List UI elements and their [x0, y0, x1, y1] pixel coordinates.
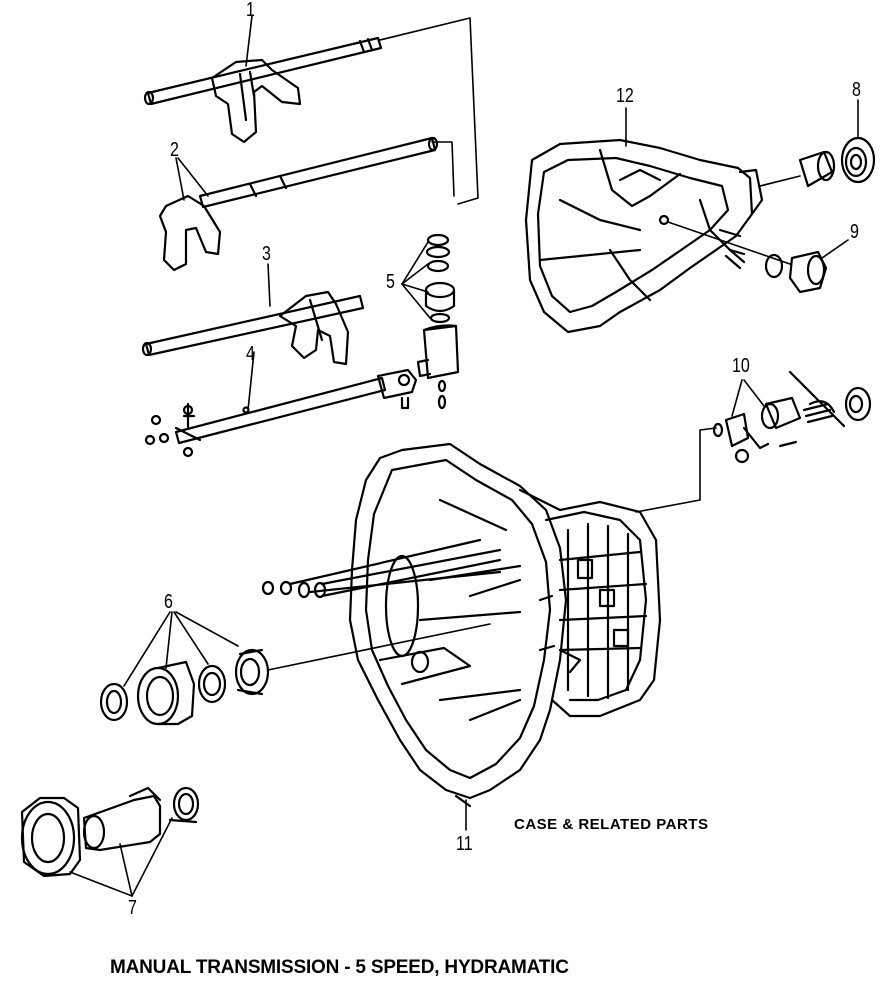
leader-7b	[119, 843, 133, 897]
shift-rail-2	[198, 136, 439, 209]
callout-12: 12	[616, 85, 634, 107]
extension-housing-12	[524, 138, 764, 334]
rear-seal-8	[840, 136, 876, 184]
callout-2: 2	[170, 139, 179, 161]
leader-to-case	[635, 427, 717, 513]
shift-rail-3	[141, 294, 365, 357]
callout-6: 6	[164, 591, 173, 613]
leader-7a	[69, 871, 133, 897]
speed-sensor-9	[764, 250, 828, 294]
callout-5: 5	[386, 271, 395, 293]
callout-1: 1	[246, 0, 255, 21]
rail-4-end-hardware	[144, 402, 202, 458]
leader-2b	[177, 157, 209, 197]
shift-rail-1	[143, 36, 383, 106]
callout-11: 11	[456, 833, 473, 855]
diagram-caption: MANUAL TRANSMISSION - 5 SPEED, HYDRAMATI…	[110, 957, 569, 978]
leader-6c	[173, 611, 209, 665]
shift-fork-1	[210, 58, 302, 144]
leader-5d	[401, 283, 431, 319]
callout-8: 8	[852, 79, 861, 101]
leader-5a	[401, 241, 429, 285]
interlock-block	[376, 368, 418, 410]
callout-4: 4	[246, 343, 255, 365]
shift-fork-2	[158, 194, 222, 272]
bracket-line-top	[379, 17, 479, 205]
leader-6b	[165, 611, 173, 669]
leader-3	[267, 263, 271, 307]
leader-10a	[731, 379, 743, 417]
leader-9	[821, 239, 849, 259]
section-label: CASE & RELATED PARTS	[514, 816, 709, 833]
leader-1	[245, 15, 253, 67]
bracket-line-mid	[431, 141, 455, 197]
spring-assembly-10	[712, 370, 872, 464]
housing-bolts	[261, 538, 502, 599]
leader-4	[247, 351, 255, 411]
leader-to-seal	[759, 175, 801, 187]
clutch-housing-11	[348, 442, 662, 808]
detent-stack-5	[416, 233, 460, 410]
bearing-set-6	[99, 648, 270, 726]
leader-10b	[743, 379, 765, 407]
bushing	[798, 150, 836, 188]
leader-6d	[175, 611, 239, 647]
shift-fork-3	[278, 290, 350, 366]
shift-rail-4	[174, 376, 387, 445]
leader-5c	[401, 283, 429, 293]
leader-5b	[401, 263, 429, 285]
leader-2a	[175, 157, 185, 201]
leader-bearing-to-shaft	[267, 623, 491, 671]
callout-10: 10	[732, 355, 750, 377]
leader-6a	[123, 611, 171, 687]
leader-7c	[131, 817, 173, 897]
callout-9: 9	[850, 221, 859, 243]
callout-3: 3	[262, 243, 271, 265]
bearing-retainer-7	[20, 786, 200, 878]
callout-7: 7	[128, 897, 137, 919]
